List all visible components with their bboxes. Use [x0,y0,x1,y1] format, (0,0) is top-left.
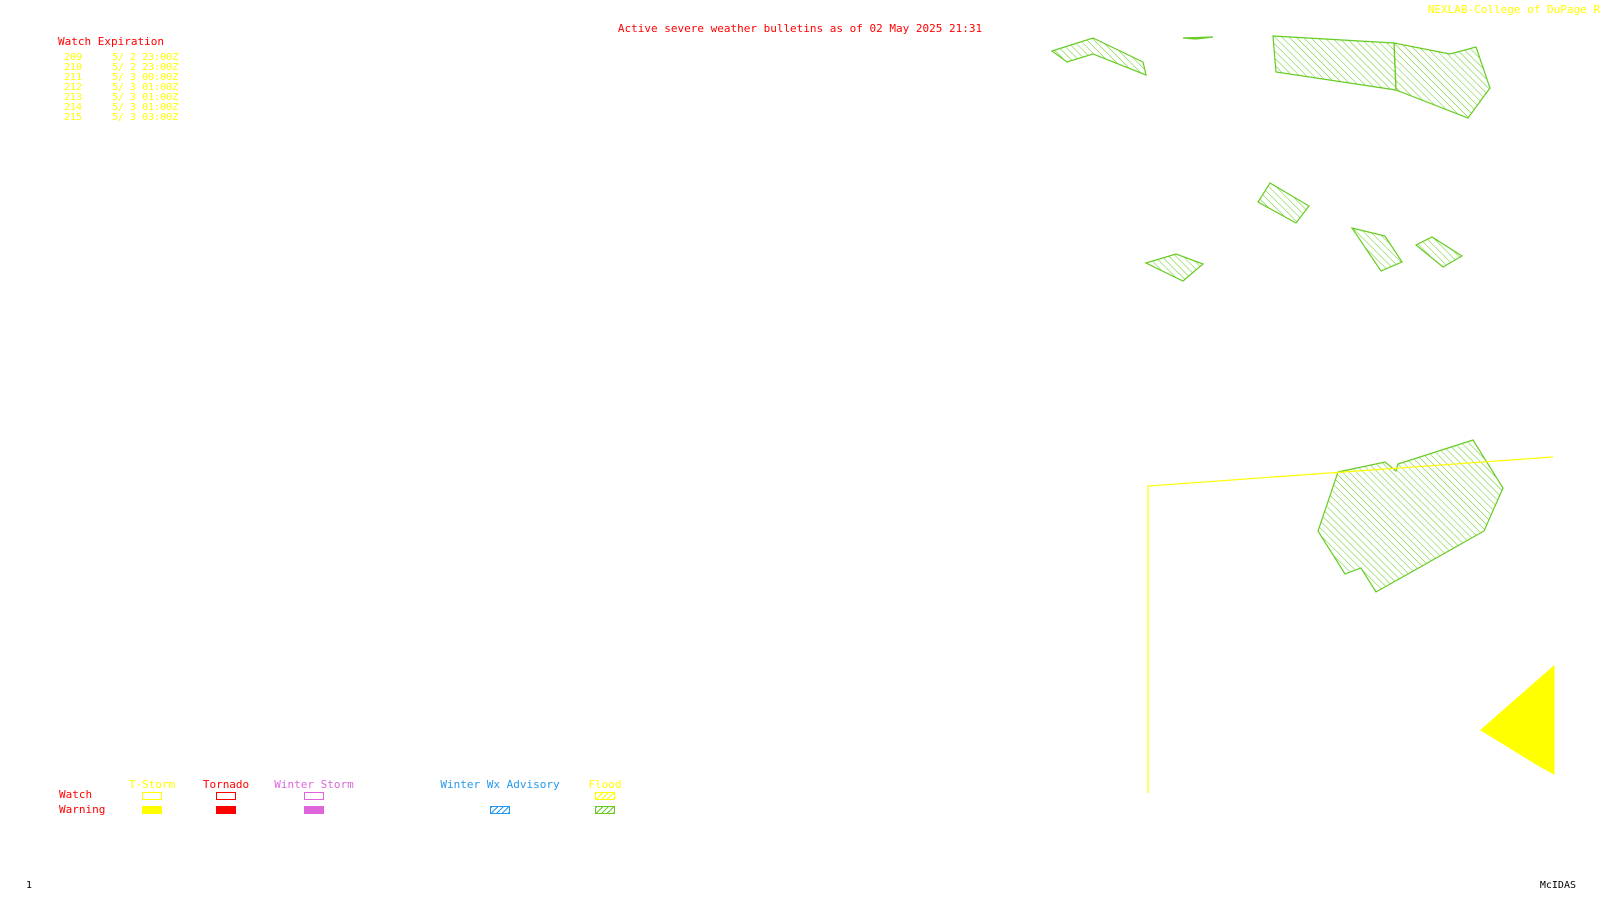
flood-warning-areas [1050,35,1504,593]
watch-expiration-heading: Watch Expiration [58,35,164,48]
legend-watch-swatch [304,792,324,800]
watch-expiration-row: 213 5/ 3 01:00Z [64,93,178,103]
tstorm-warning-polygon [1480,664,1555,775]
legend-warning-swatch [490,806,510,814]
legend-warning-swatch [142,806,162,814]
legend-watch-swatch [216,792,236,800]
watch-expiration-row: 214 5/ 3 01:00Z [64,103,178,113]
watch-expiration-row: 209 5/ 2 23:00Z [64,53,178,63]
watch-number: 215 [64,112,83,123]
watch-number: 213 [64,92,83,103]
watch-number: 209 [64,52,83,63]
watch-expiration-time: 5/ 3 03:00Z [112,112,179,123]
tstorm-watch-outline [1147,456,1554,793]
legend-column-header: Flood [588,778,622,791]
watch-expiration-row: 210 5/ 2 23:00Z [64,63,178,73]
watch-number: 210 [64,62,83,73]
legend-row-warning: Warning [59,803,106,816]
legend-row-watch: Watch [59,788,93,801]
legend-watch-swatch [142,792,162,800]
page-title: Active severe weather bulletins as of 02… [617,22,983,35]
flood-warning-polygon [1182,36,1214,40]
watch-expiration-time: 5/ 2 23:00Z [112,62,179,73]
legend-warning-swatch [595,806,615,814]
watch-expiration-time: 5/ 3 01:00Z [112,102,179,113]
watch-expiration-time: 5/ 3 01:00Z [112,92,179,103]
watch-number: 212 [64,82,83,93]
flood-warning-polygon [1350,227,1403,272]
watch-number: 214 [64,102,83,113]
flood-warning-polygon [1414,236,1464,268]
flood-warning-polygon [1257,182,1310,224]
flood-warning-polygon [1317,439,1504,593]
credit-label: NEXLAB-College of DuPage R [1427,3,1600,16]
product-label: McIDAS [1539,880,1576,891]
legend-warning-swatch [304,806,324,814]
flood-warning-polygon [1272,35,1397,91]
watch-number: 211 [64,72,83,83]
legend-column-header: Tornado [202,778,250,791]
flood-warning-polygon [1050,37,1147,76]
legend-warning-swatch [216,806,236,814]
frame-number: 1 [26,880,33,891]
watch-expiration-row: 212 5/ 3 01:00Z [64,83,178,93]
legend-column-header: Winter Storm [274,778,354,791]
legend-column-header: Winter Wx Advisory [440,778,560,791]
legend-column-header: T-Storm [128,778,176,791]
watch-expiration-time: 5/ 3 00:00Z [112,72,179,83]
watch-expiration-list: 209 5/ 2 23:00Z 210 5/ 2 23:00Z 211 5/ 3 00:0… [64,53,178,123]
watch-expiration-time: 5/ 3 01:00Z [112,82,179,93]
watch-expiration-row: 215 5/ 3 03:00Z [64,113,178,123]
legend-watch-swatch [595,792,615,800]
flood-warning-polygon [1393,42,1491,119]
flood-warning-polygon [1144,253,1205,282]
watch-expiration-row: 211 5/ 3 00:00Z [64,73,178,83]
watch-expiration-time: 5/ 2 23:00Z [112,52,179,63]
